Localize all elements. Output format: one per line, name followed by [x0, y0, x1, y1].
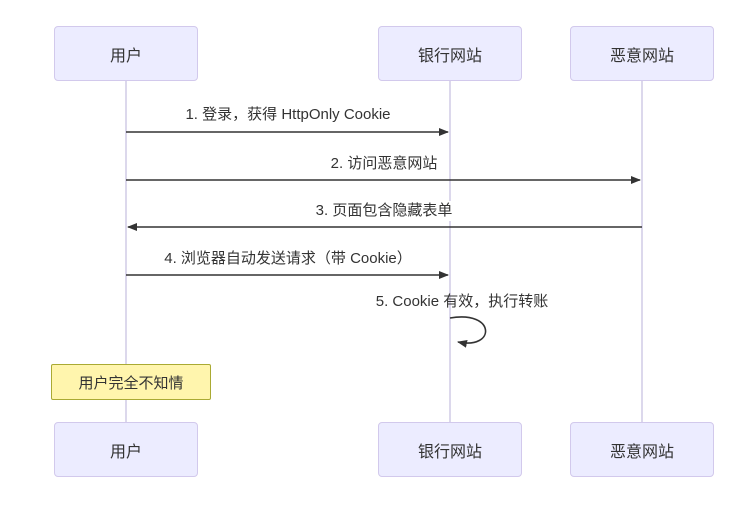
- actor-bank-top: 银行网站: [378, 26, 522, 81]
- actor-evil-top: 恶意网站: [570, 26, 714, 81]
- actor-user-top-label: 用户: [109, 47, 142, 65]
- actor-bank-bottom: 银行网站: [378, 422, 522, 477]
- actor-user-bottom: 用户: [54, 422, 198, 477]
- actor-evil-top-label: 恶意网站: [609, 47, 674, 65]
- note-text: 用户完全不知情: [78, 374, 184, 392]
- message-1-label: 1. 登录，获得 HttpOnly Cookie: [183, 105, 393, 125]
- message-5-self-loop: [449, 316, 487, 348]
- message-2-label: 2. 访问恶意网站: [328, 154, 440, 174]
- actor-bank-top-label: 银行网站: [417, 47, 482, 65]
- actor-evil-bottom: 恶意网站: [570, 422, 714, 477]
- actor-user-top: 用户: [54, 26, 198, 81]
- actor-evil-bottom-label: 恶意网站: [609, 443, 674, 461]
- message-4-label: 4. 浏览器自动发送请求（带 Cookie）: [162, 249, 414, 269]
- actor-user-bottom-label: 用户: [109, 443, 142, 461]
- message-5-label: 5. Cookie 有效，执行转账: [375, 293, 549, 310]
- note-box: 用户完全不知情: [51, 364, 211, 400]
- actor-bank-bottom-label: 银行网站: [417, 443, 482, 461]
- message-3-label: 3. 页面包含隐藏表单: [313, 201, 455, 221]
